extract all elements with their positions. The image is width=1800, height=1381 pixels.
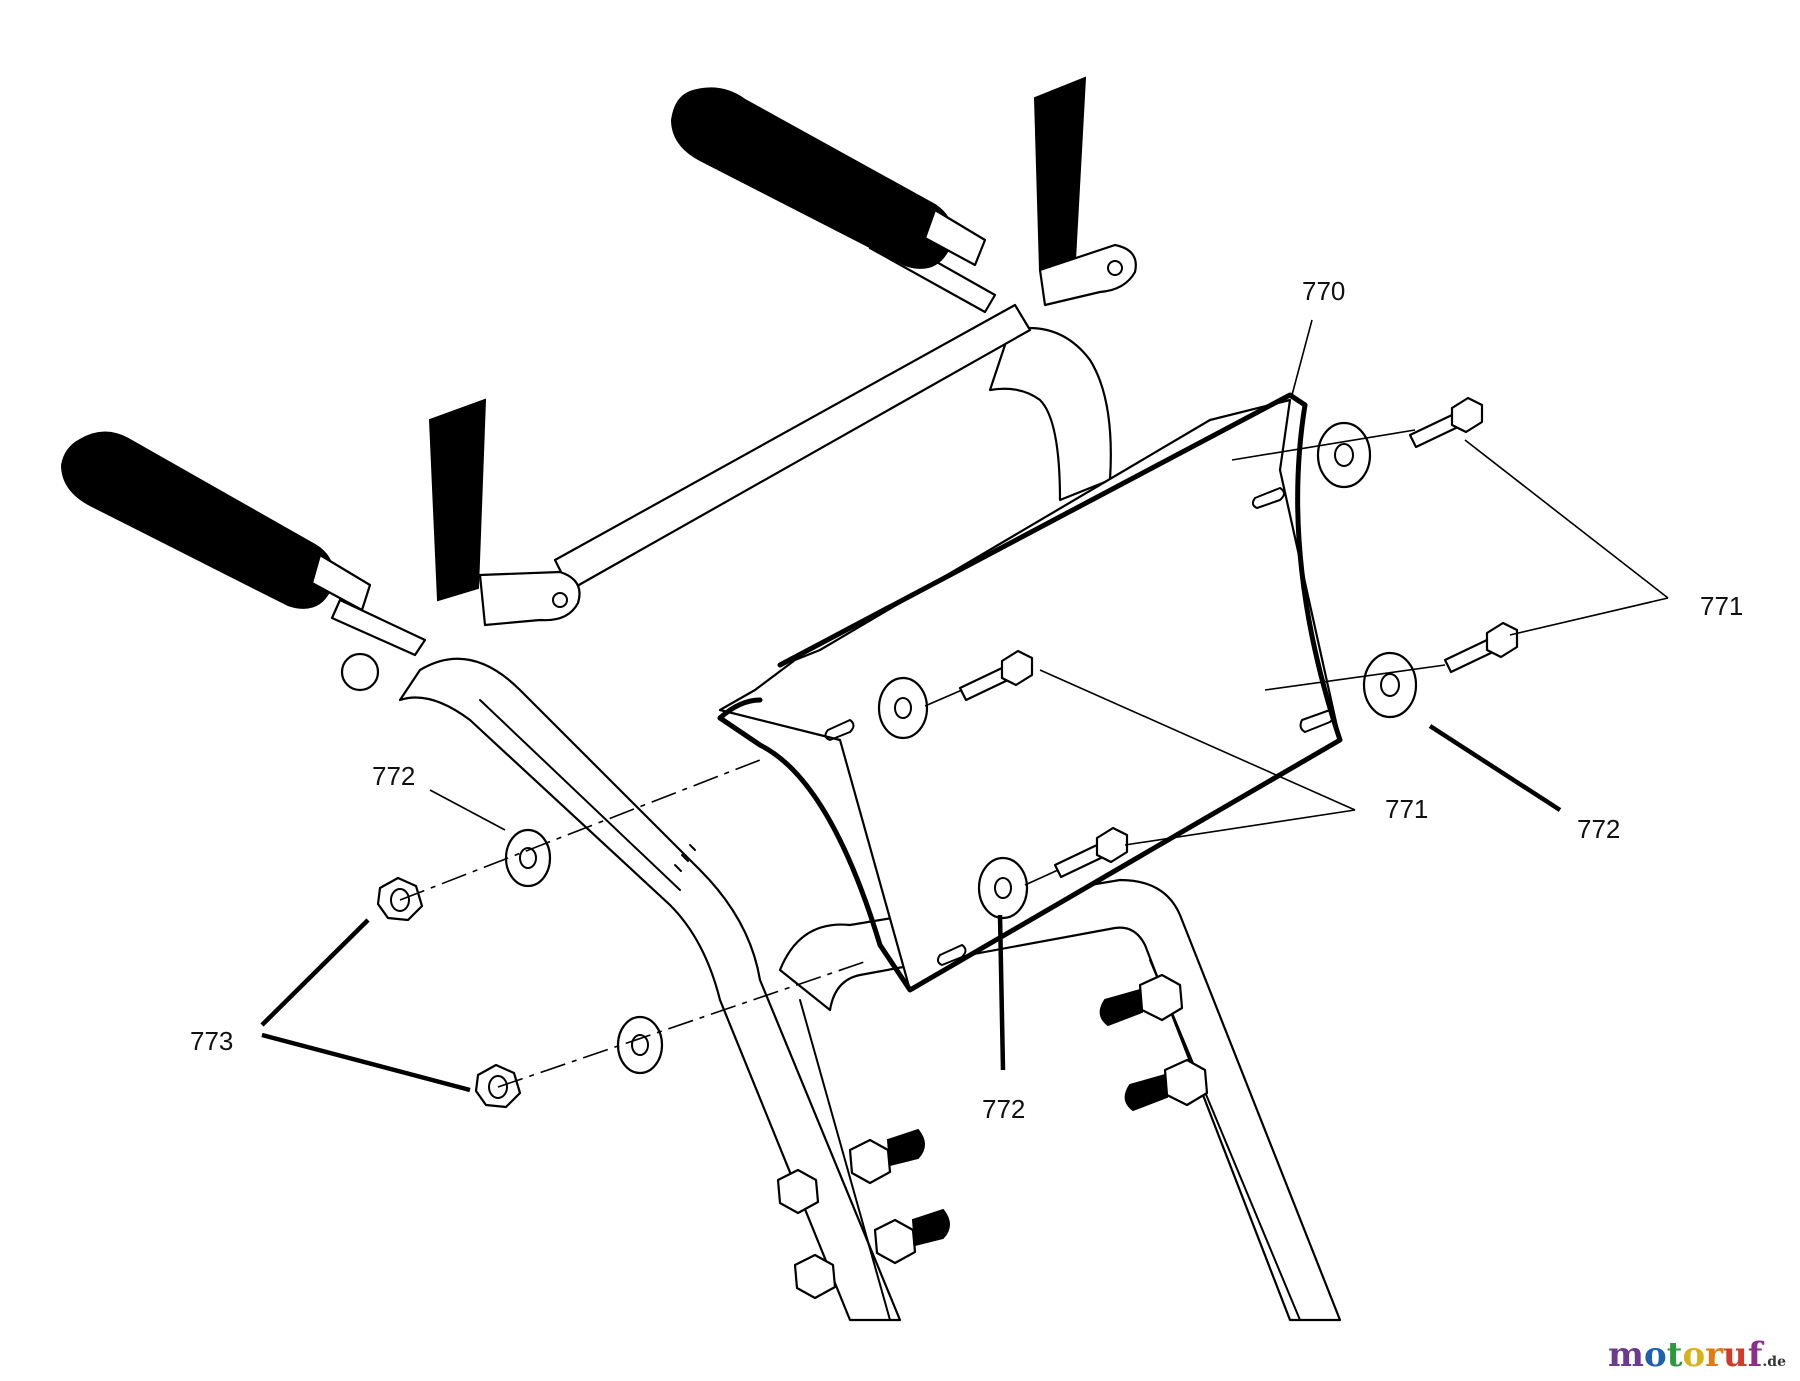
screws bbox=[958, 396, 1519, 879]
watermark-letter: o bbox=[1644, 1335, 1667, 1375]
screw-2 bbox=[1443, 621, 1519, 674]
watermark-logo: motoruf.de bbox=[1608, 1335, 1786, 1375]
watermark-letter: f bbox=[1747, 1335, 1763, 1375]
callout-772-bottom: 772 bbox=[982, 1094, 1025, 1124]
screw-4 bbox=[1053, 826, 1129, 879]
callout-771-right: 771 bbox=[1700, 591, 1743, 621]
watermark-letter: r bbox=[1705, 1335, 1724, 1375]
control-levers bbox=[428, 76, 1137, 627]
handle-frame bbox=[398, 326, 1342, 1322]
screw-3 bbox=[958, 649, 1034, 702]
screw-1 bbox=[1408, 396, 1484, 449]
watermark-letter: t bbox=[1666, 1335, 1683, 1375]
upper-handle-grip bbox=[670, 87, 987, 269]
callout-labels: 770 771 771 772 772 772 773 bbox=[190, 276, 1743, 1124]
callout-772-left: 772 bbox=[372, 761, 415, 791]
assembly-lines bbox=[399, 429, 1446, 1088]
callout-772-right: 772 bbox=[1577, 814, 1620, 844]
watermark-letter: u bbox=[1723, 1335, 1748, 1375]
panel-770 bbox=[717, 392, 1343, 993]
callout-771-center: 771 bbox=[1385, 794, 1428, 824]
lower-handle-grip bbox=[60, 431, 380, 692]
watermark-letter: m bbox=[1608, 1335, 1645, 1375]
frame-bolts bbox=[776, 973, 1209, 1300]
callout-770: 770 bbox=[1302, 276, 1345, 306]
callout-773: 773 bbox=[190, 1026, 233, 1056]
watermark-letter: o bbox=[1682, 1335, 1706, 1375]
flange-nuts bbox=[376, 876, 522, 1109]
callout-leaders bbox=[260, 319, 1669, 1093]
watermark-domain: .de bbox=[1762, 1354, 1786, 1370]
